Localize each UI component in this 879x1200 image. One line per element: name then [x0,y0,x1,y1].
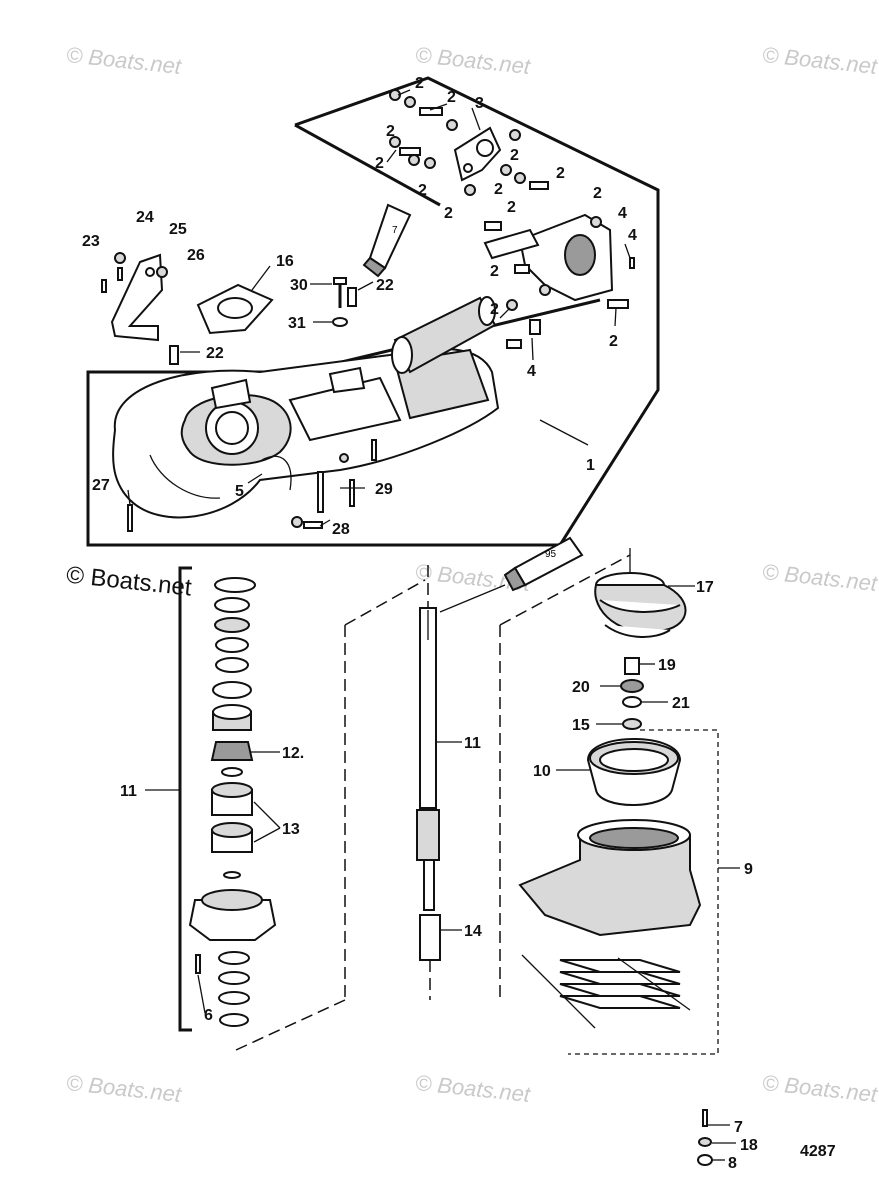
fasteners [101,89,635,532]
figure-number: 4287 [800,1143,836,1160]
dowel [169,345,179,365]
steering-bracket [483,213,614,302]
callout: 2 [415,75,424,92]
callout: 20 [572,679,590,696]
callout: 2 [507,199,516,216]
callout: 26 [187,247,205,264]
sealant-tube-upper: 7 [362,203,412,278]
callout: 1 [586,457,595,474]
washer [332,317,348,327]
callout: 17 [696,579,714,596]
callout: 2 [418,182,427,199]
callout: 22 [376,277,394,294]
callout: 27 [92,477,110,494]
callout: 2 [490,301,499,318]
callout: 15 [572,717,590,734]
callout: 29 [375,481,393,498]
drive-shaft [344,565,462,1000]
callout: 11 [120,783,137,800]
callout: 5 [235,483,244,500]
callout: 2 [593,185,602,202]
callout: 2 [490,263,499,280]
callout: 6 [204,1007,213,1024]
callout: 4 [527,363,536,380]
hose [261,455,292,491]
callout: 7 [734,1119,743,1136]
callout: 22 [206,345,224,362]
callout: 9 [744,861,753,878]
callout: 3 [475,95,484,112]
callout: 24 [136,209,154,226]
callout: 8 [728,1155,737,1172]
callout: 13 [282,821,300,838]
callout: 21 [672,695,690,712]
leader-lines-upper [127,89,631,527]
callout: 16 [276,253,294,270]
bolt-head [333,277,347,285]
callouts: 2 2 3 2 2 2 2 2 2 2 2 2 4 4 24 25 23 26 … [82,75,836,1172]
callout: 2 [494,181,503,198]
callout: 4 [628,227,637,244]
callout: 28 [332,521,350,538]
callout: 2 [609,333,618,350]
callout: 31 [288,315,306,332]
callout: 4 [618,205,627,222]
callout: 2 [444,205,453,222]
callout: 2 [375,155,384,172]
callout: 2 [386,123,395,140]
callout: 2 [510,147,519,164]
callout: 23 [82,233,100,250]
callout: 11 [464,735,481,752]
callout: 14 [464,923,482,940]
intake-grate [521,954,691,1029]
shaft-tube [391,296,497,374]
callout: 12. [282,745,304,762]
seal-stack [145,566,346,1051]
dowel [347,287,357,307]
sealant-tube-lower: 95 [439,536,584,613]
pivot-arm [453,126,502,182]
pump-housing [112,347,500,519]
callout: 18 [740,1137,758,1154]
tube-label: 7 [392,225,398,236]
tube-label: 95 [545,549,557,560]
impeller-assembly [499,548,740,1166]
callout: 2 [447,89,456,106]
mount-plate [196,283,274,335]
callout: 30 [290,277,308,294]
callout: 10 [533,763,551,780]
callout: 25 [169,221,187,238]
callout: 2 [556,165,565,182]
upper-frame-edge [294,123,441,207]
callout: 19 [658,657,676,674]
